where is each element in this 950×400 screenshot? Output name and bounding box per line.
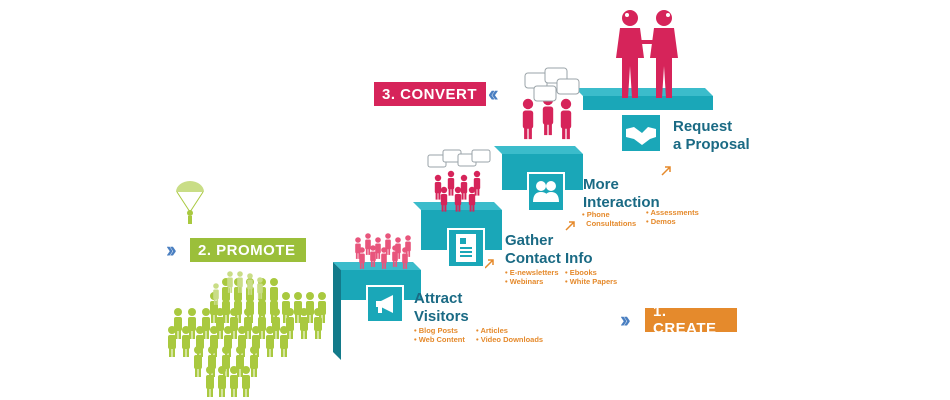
visitor-figure [237,271,243,293]
prospect-figure [359,247,365,269]
visitor-figure [174,308,182,339]
visitor-figure [202,308,210,339]
prospect-figure [392,245,398,267]
visitor-figure [257,277,263,299]
prospect-figure [365,233,371,255]
visitor-figure [306,292,314,323]
visitor-figure [227,271,233,293]
step-more-interaction-title: More Interaction [583,176,660,211]
step-request-proposal-title: Request a Proposal [673,118,750,153]
visitor-figure [213,283,219,305]
prospect-figure [402,247,408,269]
engaged-figure [560,98,572,140]
visitor-figure [247,273,253,295]
create-label: 1. CREATE [645,303,737,337]
visitor-figure [168,326,176,357]
megaphone-icon [366,285,404,323]
visitor-figure [188,308,196,339]
step-gather-contact-info-title: Gather Contact Info [505,232,593,267]
step-gather-contact-info-bullets-right: • Ebooks • White Papers [565,268,618,286]
lead-figure [434,174,442,200]
step-more-interaction-bullets-left: • Phone Consultations [582,210,637,228]
step-attract-visitors-bullets-left: • Blog Posts • Web Content [414,326,465,344]
step-more-interaction-bullets-right: • Assessments • Demos [646,208,699,226]
visitor-figure [242,366,250,397]
lead-figure [473,170,481,196]
step-attract-visitors-bullets-right: • Articles • Video Downloads [476,326,544,344]
lead-figure [447,170,455,196]
progress-arrows [484,166,671,269]
step-attract-visitors-title: Attract Visitors [414,290,469,325]
handshake-icon [620,113,662,153]
prospect-figure [375,237,381,259]
promote-chevron-icon: ›› [166,237,176,262]
create-chevron-icon: ›› [620,307,630,332]
document-icon [447,228,485,268]
visitor-figure [318,292,326,323]
visitor-figure [280,326,288,357]
promote-label: 2. PROMOTE [190,238,306,262]
prospect-figure [370,245,376,267]
lead-figure [468,186,476,212]
closing-deal-couple [616,10,678,98]
prospect-figure [381,247,387,269]
visitor-figure [270,278,278,309]
speech-bubbles [427,67,580,168]
visitor-figure [230,366,238,397]
crowd-of-visitors [168,271,326,397]
visitor-figure [182,326,190,357]
people-icon [527,172,565,212]
prospects-group [355,233,411,269]
visitor-figure [282,292,290,323]
visitor-figure [266,326,274,357]
lead-figure [454,186,462,212]
lead-figure [440,186,448,212]
visitor-figure [294,292,302,323]
lead-figure [460,174,468,200]
step-gather-contact-info-bullets-left: • E-newsletters • Webinars [505,268,559,286]
engaged-figure [522,98,534,140]
convert-chevron-icon: ‹‹ [488,81,498,106]
prospect-figure [385,233,391,255]
convert-label: 3. CONVERT [374,82,486,106]
leads-group [434,170,481,212]
parachute-icon [176,181,204,224]
